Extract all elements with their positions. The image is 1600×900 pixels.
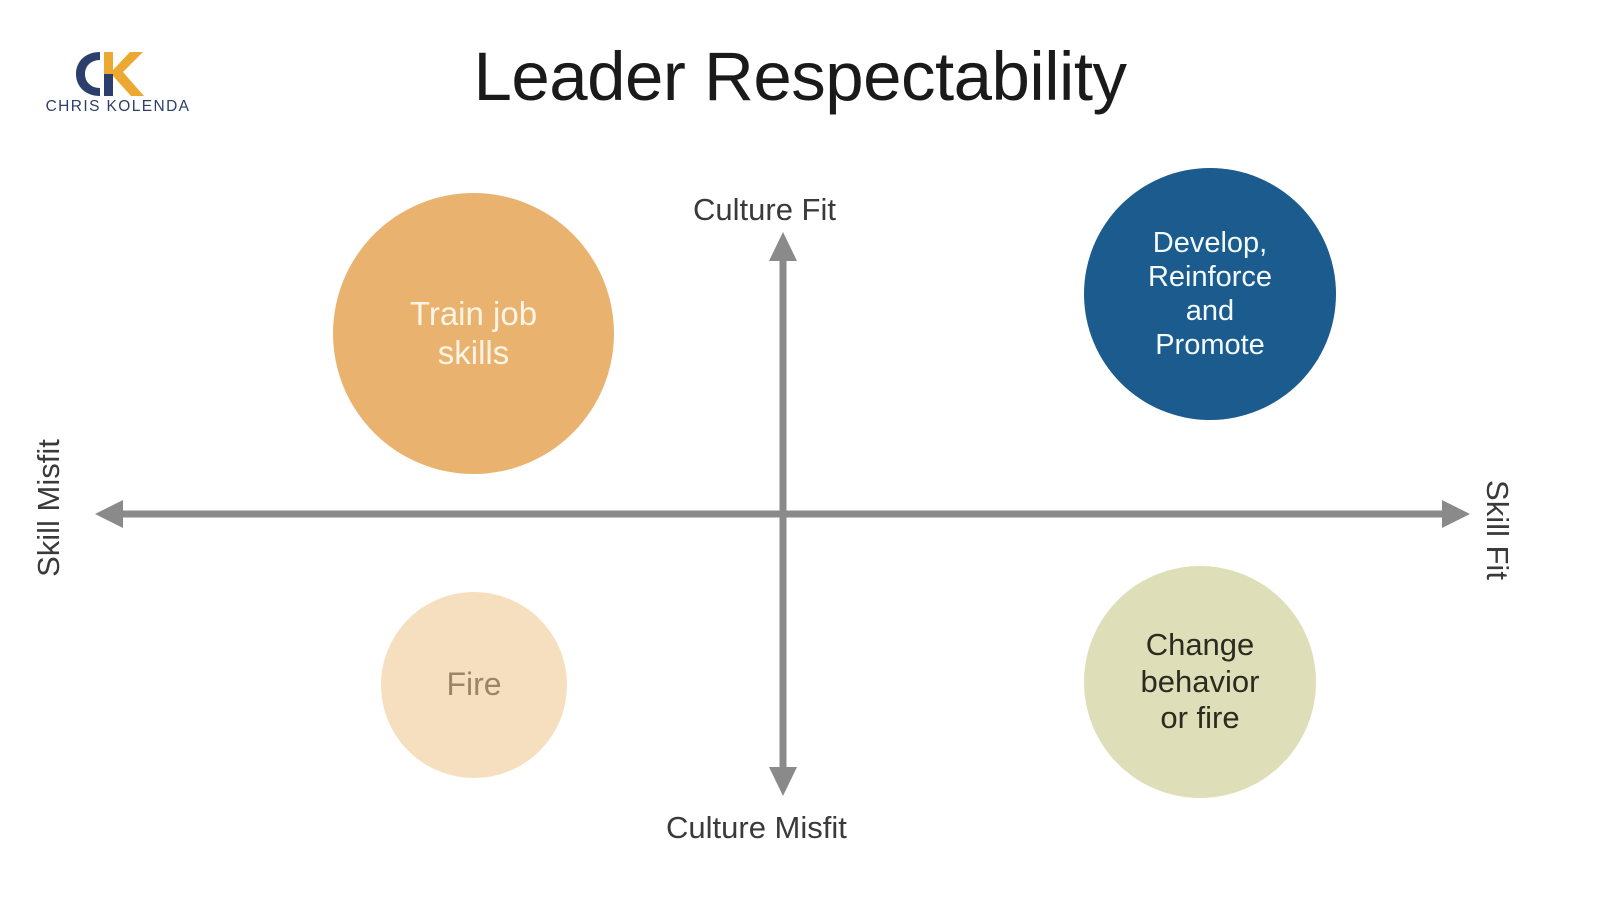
ck-monogram-icon	[68, 48, 158, 100]
brand-wordmark: CHRIS KOLENDA	[45, 98, 191, 115]
brand-logo: CHRIS KOLENDA	[38, 48, 198, 128]
page-title: Leader Respectability	[473, 38, 1127, 115]
axis-label-skill-fit: Skill Fit	[1480, 480, 1515, 580]
axis-label-culture-misfit: Culture Misfit	[666, 810, 847, 845]
bubble-fire: Fire	[381, 592, 567, 778]
axis-label-culture-fit: Culture Fit	[693, 192, 836, 227]
bubble-train-job-skills: Train job skills	[333, 193, 614, 474]
left-arrowhead-icon	[95, 500, 123, 528]
bubble-change-behavior-or-fire: Change behavior or fire	[1084, 566, 1316, 798]
right-arrowhead-icon	[1442, 500, 1470, 528]
down-arrowhead-icon	[769, 767, 797, 796]
axis-label-skill-misfit: Skill Misfit	[31, 439, 66, 577]
bubble-develop-reinforce-promote: Develop, Reinforce and Promote	[1084, 168, 1336, 420]
up-arrowhead-icon	[769, 232, 797, 261]
